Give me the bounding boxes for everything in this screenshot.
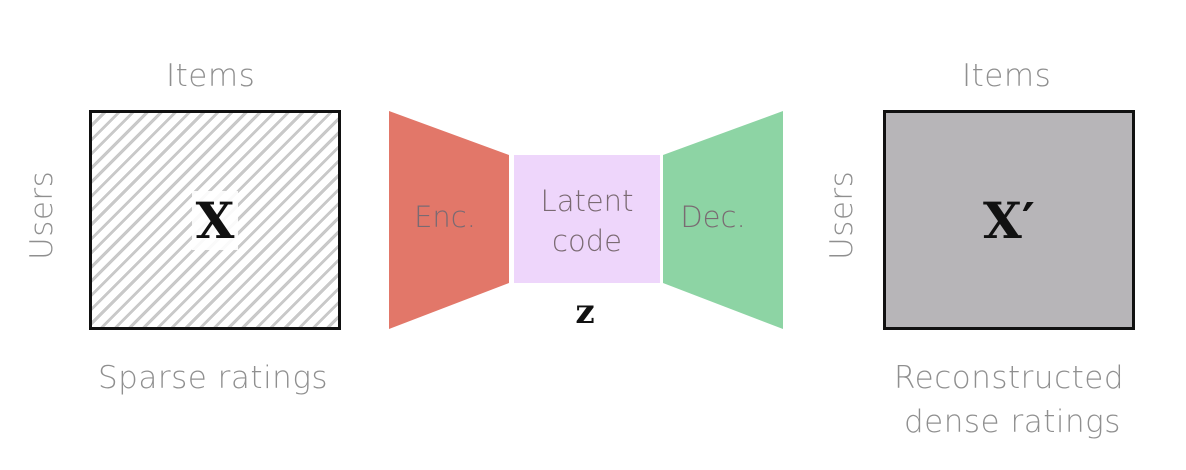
left-items-label: Items	[166, 58, 256, 94]
latent-code-label-line1: Latent	[540, 184, 634, 218]
reconstructed-caption-line1: Reconstructed	[894, 360, 1125, 396]
x-symbol: X	[191, 190, 239, 250]
decoder-label: Dec.	[680, 200, 746, 234]
latent-code-label-line2: code	[552, 224, 622, 258]
latent-code-block	[514, 155, 660, 283]
encoder-block	[389, 111, 509, 329]
left-users-label: Users	[24, 170, 60, 260]
decoder-block	[663, 111, 783, 329]
x-symbol-container: X	[89, 110, 341, 330]
reconstructed-caption-line2: dense ratings	[904, 404, 1121, 440]
right-users-label: Users	[824, 170, 860, 260]
z-symbol: z	[575, 292, 595, 332]
sparse-ratings-caption: Sparse ratings	[98, 360, 329, 396]
x-prime-symbol: X′	[983, 190, 1035, 250]
autoencoder-diagram	[389, 111, 783, 329]
right-items-label: Items	[962, 58, 1052, 94]
reconstructed-ratings-matrix	[883, 110, 1135, 330]
encoder-label: Enc.	[414, 200, 476, 234]
x-prime-symbol-container: X′	[883, 110, 1135, 330]
